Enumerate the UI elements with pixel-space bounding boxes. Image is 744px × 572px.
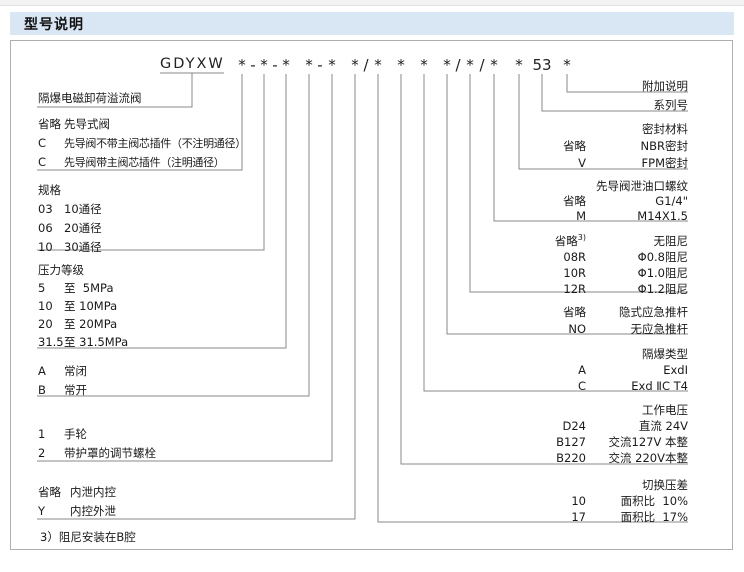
page-top-edge: [0, 0, 744, 6]
group-title: 压力等级: [38, 263, 84, 277]
additional-label: 附加说明: [642, 79, 688, 93]
label-row: 省略隐式应急推杆: [563, 305, 688, 319]
model-code-prefix: GDYXW: [160, 56, 225, 72]
group-title: 工作电压: [642, 403, 688, 417]
code-separator: -: [317, 56, 323, 74]
group-title: 切换压差: [642, 478, 688, 492]
code-token: *: [515, 56, 523, 74]
code-token: *: [305, 56, 313, 74]
code-token: *: [397, 56, 405, 74]
label-row: 31.5至 31.5MPa: [38, 335, 129, 349]
label-row: 省略内泄内控: [38, 485, 116, 499]
code-separator: /: [455, 56, 461, 74]
footnote-marker: 3): [577, 233, 586, 242]
group-title: 密封材料: [642, 122, 688, 136]
code-token: *: [443, 56, 451, 74]
code-separator: /: [479, 56, 485, 74]
code-token: *: [282, 56, 290, 74]
section-header: 型号说明: [10, 12, 734, 35]
code-token: *: [466, 56, 474, 74]
code-series-number: 53: [532, 56, 552, 74]
series-label: 系列号: [653, 98, 689, 112]
code-separator: -: [250, 56, 256, 74]
code-token: *: [260, 56, 268, 74]
group-title: 先导阀泄油口螺纹: [596, 179, 688, 193]
page-title: 型号说明: [24, 16, 84, 33]
code-token: *: [374, 56, 382, 74]
label-row: 省略先导式阀: [38, 117, 110, 131]
code-token: *: [563, 56, 571, 74]
code-token: *: [490, 56, 498, 74]
label-group-additional: 附加说明: [438, 78, 688, 94]
group-title: 隔爆类型: [642, 347, 688, 361]
label-group-valve-name: 隔爆电磁卸荷溢流阀: [38, 91, 318, 110]
code-token: *: [351, 56, 359, 74]
code-token: *: [238, 56, 246, 74]
label-group-series: 系列号: [438, 97, 689, 113]
label-row: 省略3)无阻尼: [554, 233, 688, 248]
footnote: 3）阻尼安装在B腔: [40, 530, 136, 544]
group-title: 规格: [38, 183, 61, 197]
code-token: *: [420, 56, 428, 74]
code-separator: /: [363, 56, 369, 74]
code-token: *: [328, 56, 336, 74]
valve-name: 隔爆电磁卸荷溢流阀: [38, 91, 142, 105]
code-separator: -: [272, 56, 278, 74]
